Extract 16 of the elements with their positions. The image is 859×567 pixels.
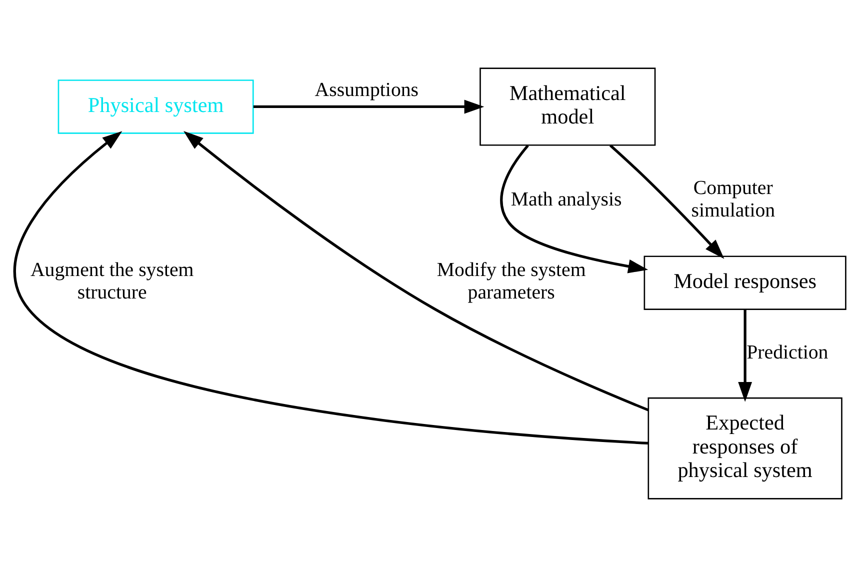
arrow <box>738 310 752 402</box>
arrow <box>183 131 648 412</box>
edge-label: Prediction <box>746 341 828 364</box>
node-box: Mathematical model <box>479 68 656 146</box>
edge-label: Assumptions <box>314 79 418 102</box>
edge-label: Math analysis <box>510 188 622 210</box>
node-box: Model responses <box>643 256 846 310</box>
arrow <box>13 131 648 445</box>
edge-label: Computer simulation <box>690 177 775 222</box>
edge-label: Augment the system structure <box>30 259 194 304</box>
node-box: Expected responses of physical system <box>647 397 842 500</box>
arrow <box>500 144 648 274</box>
edge-label: Modify the system parameters <box>436 259 586 304</box>
arrow <box>252 100 484 114</box>
node-box: Physical system <box>57 80 254 134</box>
arrow <box>608 144 724 259</box>
